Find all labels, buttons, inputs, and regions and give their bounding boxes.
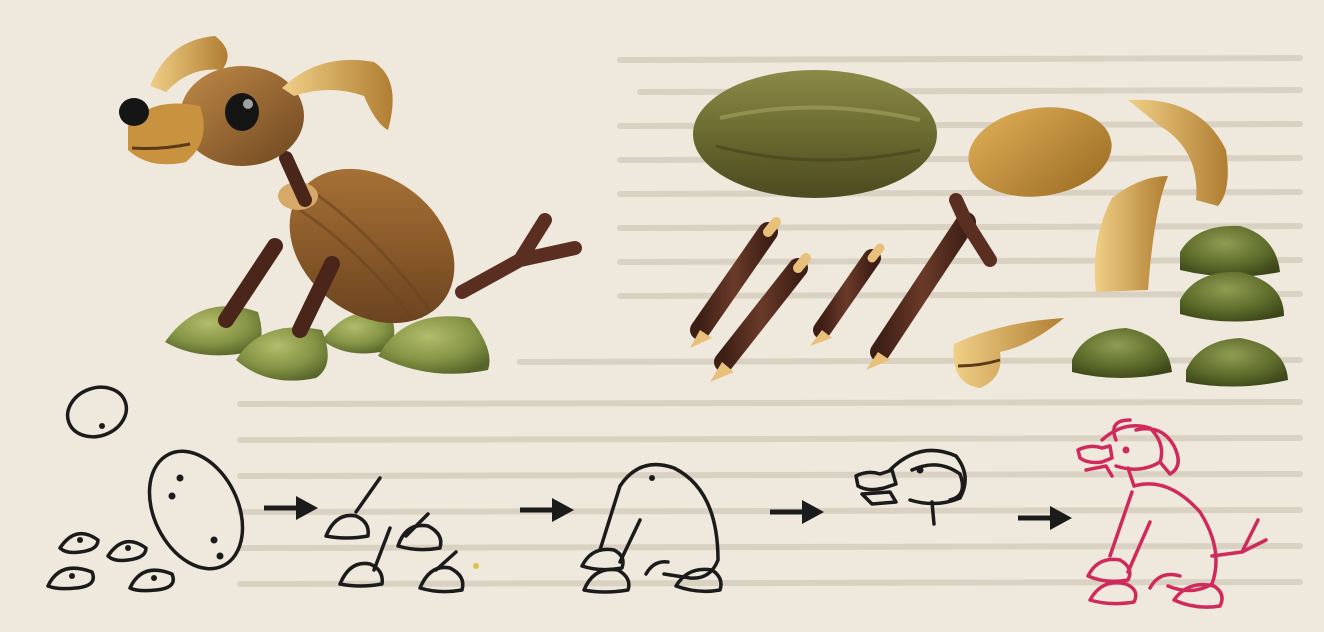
part-medium-acorn [963, 98, 1118, 205]
arrow-3 [770, 500, 824, 524]
arrow-2 [520, 498, 574, 522]
dog-nose [119, 98, 149, 126]
part-large-acorn [693, 70, 937, 198]
part-snout-cap [954, 318, 1064, 388]
leg-back [226, 246, 275, 320]
arrow-1 [264, 496, 318, 520]
part-cup-3 [1072, 328, 1172, 378]
step-2-legs-sketch [326, 478, 479, 592]
dog-eye [225, 93, 259, 131]
part-cup-1 [1180, 226, 1280, 277]
step-1-parts-sketch [48, 379, 261, 590]
step-3-body-sketch [582, 465, 721, 592]
assembled-acorn-dog [119, 36, 575, 381]
part-cup-4 [1186, 338, 1288, 387]
part-cup-2 [1180, 272, 1284, 322]
tail-twig [462, 220, 575, 292]
foot-cup-front-right [378, 316, 490, 374]
step-5-finished-dog-sketch [1078, 420, 1266, 607]
